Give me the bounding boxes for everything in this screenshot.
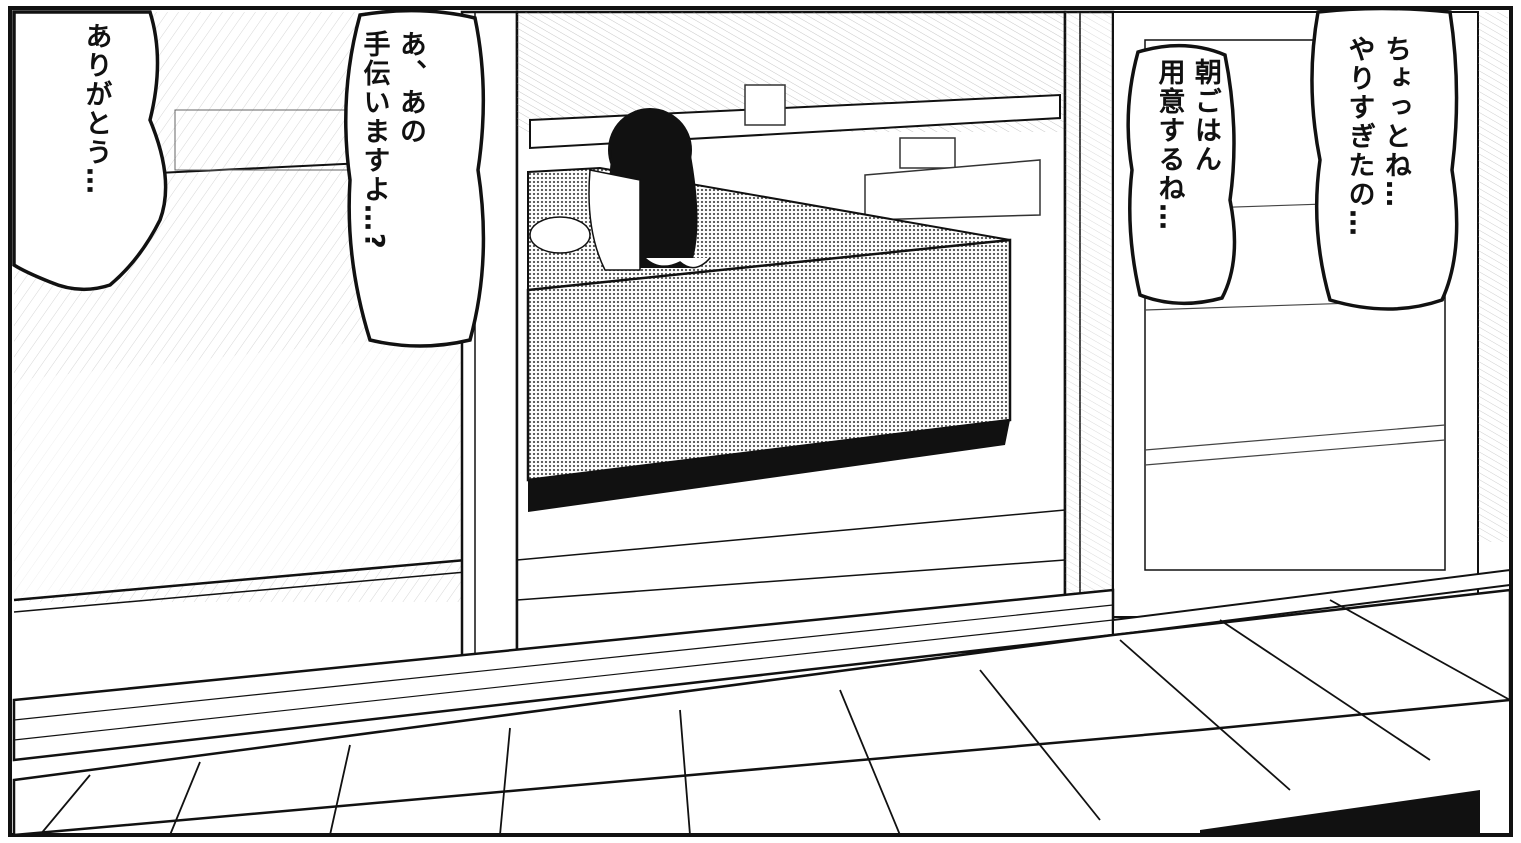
speech-bubble-center-left: [344, 8, 486, 348]
dialogue-breakfast: 朝ごはん 用意するね…: [1153, 58, 1221, 232]
window-sill: [12, 568, 1511, 762]
speech-bubble-right: [1310, 6, 1459, 311]
center-opening: [515, 10, 1067, 654]
table-shadow: [528, 420, 1010, 512]
right-frame-post: [1063, 10, 1115, 634]
speech-bubble-left: [12, 10, 168, 292]
dialogue-overdid-it: ちょっとね… やりすぎたの…: [1343, 35, 1411, 238]
wooden-deck: [12, 588, 1512, 837]
person-figure: [529, 108, 711, 271]
dialogue-arigatou: ありがとう…: [80, 22, 112, 196]
dialogue-offer-help: あ、あの 手伝いますよ…?: [358, 30, 426, 251]
speech-bubble-center-right: [1126, 44, 1237, 306]
